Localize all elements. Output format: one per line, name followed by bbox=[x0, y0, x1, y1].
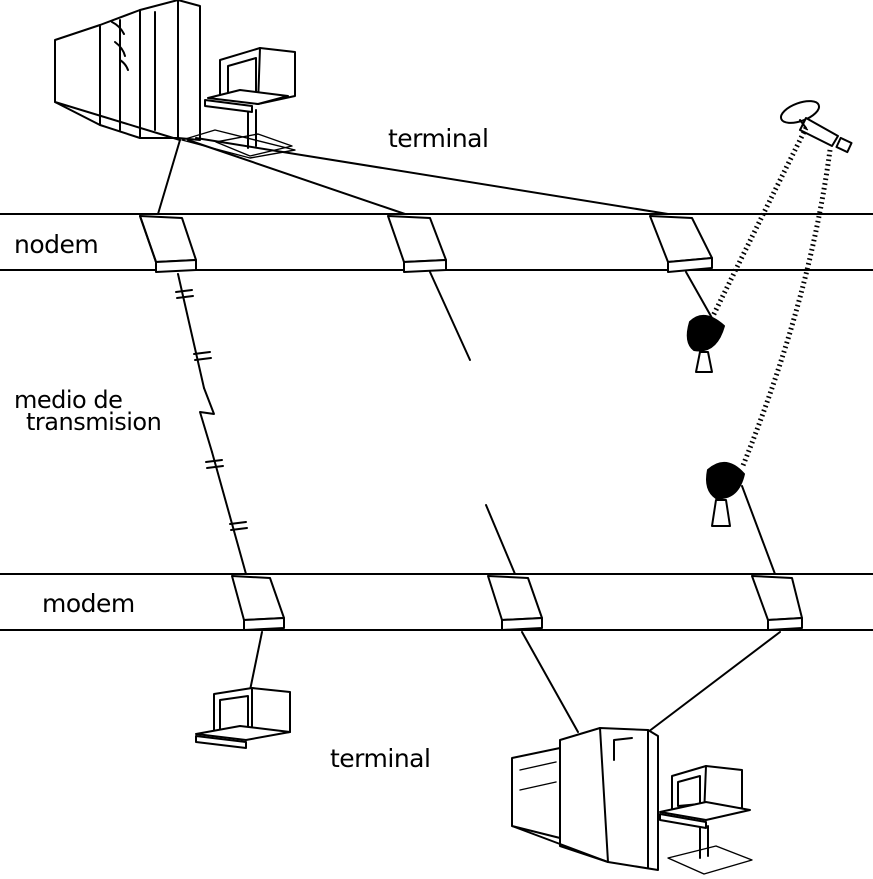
satellite-wave-upper bbox=[712, 128, 806, 318]
satellite-dish-lower-icon bbox=[707, 463, 775, 574]
modem-icon bbox=[232, 576, 284, 630]
modem-icon bbox=[388, 216, 446, 272]
modem-bottom-label: modem bbox=[42, 591, 135, 616]
satellite-dish-upper-icon bbox=[686, 272, 724, 372]
modem-icon bbox=[650, 216, 712, 272]
satellite-wave-lower bbox=[742, 150, 830, 468]
cable-top-center bbox=[188, 140, 405, 214]
modem-icon bbox=[140, 216, 196, 272]
satellite-icon bbox=[778, 97, 851, 152]
cable-top-left bbox=[158, 140, 180, 214]
transmission-medium-label-line2: transmision bbox=[26, 410, 161, 434]
terminal-top-label: terminal bbox=[388, 126, 488, 151]
modem-top-label: nodem bbox=[14, 232, 98, 257]
cable-center-lower bbox=[486, 505, 515, 574]
cable-bottom-right bbox=[648, 632, 780, 732]
modem-icon bbox=[488, 576, 542, 630]
bottom-terminal-icon bbox=[196, 688, 290, 748]
cable-center-upper bbox=[430, 272, 470, 360]
terminal-bottom-label: terminal bbox=[330, 746, 430, 771]
top-terminal-icon bbox=[205, 48, 295, 156]
transmission-line bbox=[176, 274, 247, 574]
bottom-mainframe-icon bbox=[512, 728, 658, 870]
bottom-right-terminal-icon bbox=[660, 766, 752, 874]
cable-bottom-center bbox=[522, 632, 578, 732]
modem-icon bbox=[752, 576, 802, 630]
